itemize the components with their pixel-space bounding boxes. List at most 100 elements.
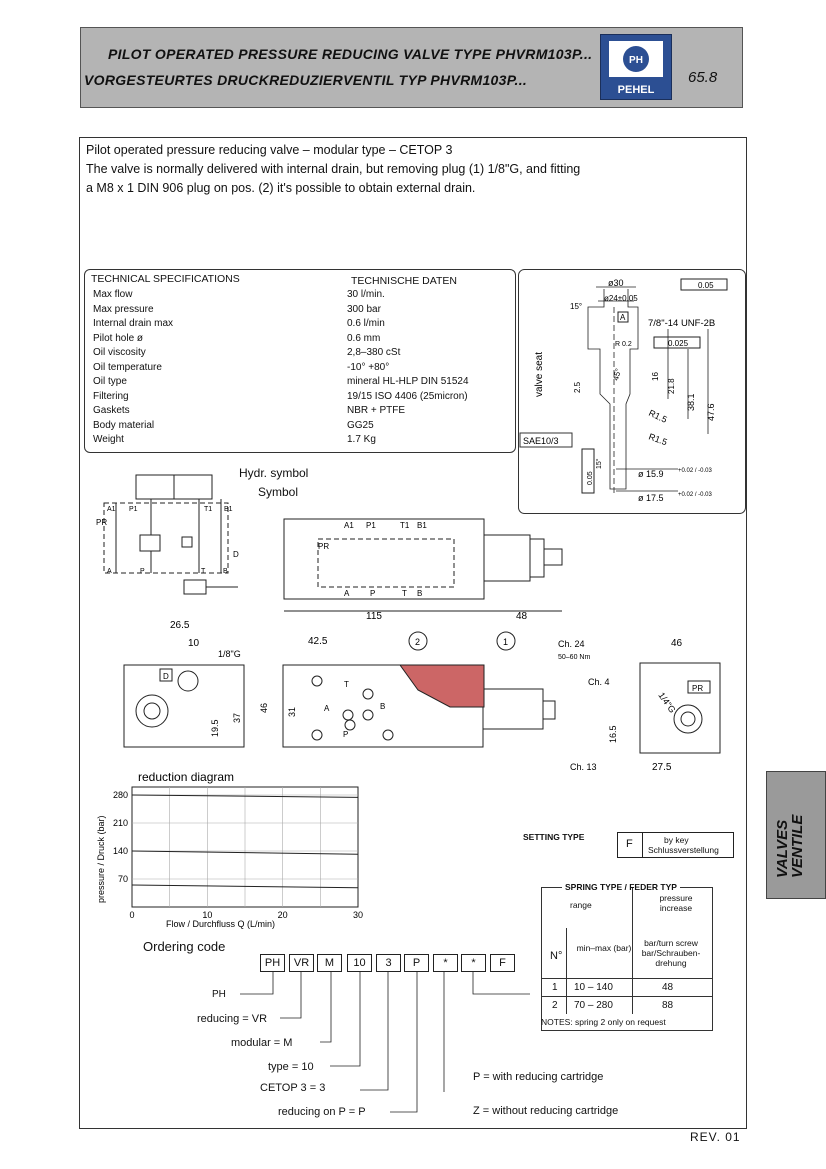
fv-port-p: P xyxy=(370,589,375,598)
spring-per-turn: bar/turn screw bar/Schrauben-drehung xyxy=(641,938,701,968)
mv-ch24: Ch. 24 xyxy=(558,639,585,649)
ordering-label-cetop: CETOP 3 = 3 xyxy=(260,1082,326,1094)
mv-d46: 46 xyxy=(259,703,269,713)
spec-value: 2,8–380 cSt xyxy=(347,347,401,358)
sym-port-a: A xyxy=(107,568,112,575)
spring-row-2-n: 2 xyxy=(552,1000,558,1011)
ordering-heading: Ordering code xyxy=(143,939,226,954)
spec-label: Pilot hole ø xyxy=(93,332,144,344)
spring-heading: SPRING TYPE / FEDER TYP xyxy=(562,882,680,892)
setting-desc-1: by key xyxy=(664,835,689,845)
ordering-code-box: PH xyxy=(260,954,285,972)
chart-x-tick: 20 xyxy=(278,910,288,920)
spec-label: Gaskets xyxy=(93,405,130,416)
spec-label: Max flow xyxy=(93,289,133,300)
spring-type-table: SPRING TYPE / FEDER TYP range pressure i… xyxy=(541,882,713,1031)
intro-line-1: Pilot operated pressure reducing valve –… xyxy=(86,143,453,157)
sym-port-p: P xyxy=(140,568,145,575)
sym-d: D xyxy=(233,550,239,559)
mv-port-b: B xyxy=(380,702,385,711)
seat-tol-1: 0.05 xyxy=(698,281,714,290)
seat-r15b: R1.5 xyxy=(647,431,668,447)
mv-ch4: Ch. 4 xyxy=(588,677,610,687)
ordering-label-type: type = 10 xyxy=(268,1061,314,1073)
spring-divider-1 xyxy=(542,978,712,979)
sym-port-b: B xyxy=(223,568,228,575)
spec-label: Internal drain max xyxy=(93,318,174,329)
content-frame xyxy=(79,137,747,1129)
spring-divider-2 xyxy=(542,996,712,997)
mv-marker-2: 2 xyxy=(415,637,420,647)
setting-type-box: F by key Schlussverstellung xyxy=(617,832,734,858)
seat-tol-3: 0.05 xyxy=(587,471,594,485)
spec-label: Weight xyxy=(93,434,124,445)
spring-notes: NOTES: spring 2 only on request xyxy=(541,1017,666,1027)
seat-25: 2.5 xyxy=(573,381,582,393)
logo-mark-icon: PH PEHEL xyxy=(609,41,663,96)
spec-value: 1.7 Kg xyxy=(347,434,376,445)
spec-value: mineral HL-HLP DIN 51524 xyxy=(347,376,469,387)
option-z: Z = without reducing cartridge xyxy=(473,1105,619,1117)
mv-marker-1: 1 xyxy=(503,637,508,647)
fv-port-b1: B1 xyxy=(417,521,427,530)
chart-title: reduction diagram xyxy=(138,770,234,784)
ordering-label-p: reducing on P = P xyxy=(278,1106,366,1118)
fv-port-p1: P1 xyxy=(366,521,376,530)
mv-torque: 50–60 Nm xyxy=(558,654,590,661)
chart-series-line xyxy=(131,850,359,855)
fv-port-a1: A1 xyxy=(344,521,354,530)
spring-vline-1 xyxy=(566,928,567,1014)
sym-port-t: T xyxy=(201,568,206,575)
seat-d30: ø30 xyxy=(608,278,624,288)
symbol-caption-en: Hydr. symbol xyxy=(239,466,309,480)
spec-label: Oil temperature xyxy=(93,361,162,373)
technical-specifications: TECHNICAL SPECIFICATIONS TECHNISCHE DATE… xyxy=(84,269,516,453)
seat-d159-tol: +0.02 / -0.03 xyxy=(678,468,713,474)
spec-value: 0.6 l/min xyxy=(347,318,385,329)
spec-value: GG25 xyxy=(347,419,374,431)
spring-row-1-n: 1 xyxy=(552,982,558,993)
sym-port-p1: P1 xyxy=(129,506,138,513)
seat-tol-2: 0.025 xyxy=(668,339,689,348)
rv-d165: 16.5 xyxy=(608,725,618,743)
seat-d175-tol: +0.02 / -0.03 xyxy=(678,492,713,498)
seat-218: 21.8 xyxy=(667,378,676,394)
spring-n-label: N° xyxy=(550,950,563,962)
section-tab-text: VALVES VENTILE xyxy=(774,815,806,878)
seat-d159: ø 15.9 xyxy=(638,469,664,479)
fv-port-t: T xyxy=(402,589,407,598)
lv-g18: 1/8"G xyxy=(218,649,241,659)
chart-y-tick: 140 xyxy=(113,846,128,856)
fv-port-t1: T1 xyxy=(400,521,410,530)
mv-port-p: P xyxy=(343,730,348,739)
chart-y-tick: 70 xyxy=(118,874,128,884)
logo-name: PEHEL xyxy=(618,84,655,96)
ordering-label-vr: reducing = VR xyxy=(197,1013,268,1025)
spec-label: Filtering xyxy=(93,390,129,402)
mv-d31: 31 xyxy=(287,707,297,717)
spring-row-1-inc: 48 xyxy=(662,982,674,993)
lv-d37: 37 xyxy=(232,713,242,723)
spec-label: Body material xyxy=(93,419,155,431)
spec-value: 30 l/min. xyxy=(347,289,385,300)
spring-row-1-range: 10 – 140 xyxy=(574,982,613,993)
chart-y-tick: 280 xyxy=(113,790,128,800)
title-de: VORGESTEURTES DRUCKREDUZIERVENTIL TYP PH… xyxy=(84,72,528,88)
ordering-leader-lines xyxy=(240,972,530,1113)
mv-port-a: A xyxy=(324,704,330,713)
fv-port-b: B xyxy=(417,589,422,598)
seat-label: valve seat xyxy=(534,352,545,397)
seat-angle-15b: 15° xyxy=(595,458,603,469)
seat-381: 38.1 xyxy=(686,393,696,411)
spring-row-2-inc: 88 xyxy=(662,1000,674,1011)
spring-row-2-range: 70 – 280 xyxy=(574,1000,613,1011)
setting-type-label: SETTING TYPE xyxy=(523,832,585,842)
option-p: P = with reducing cartridge xyxy=(473,1071,604,1083)
ordering-code-box: F xyxy=(490,954,515,972)
sym-port-b1: B1 xyxy=(224,506,233,513)
seat-16: 16 xyxy=(651,372,660,381)
sym-pr: PR xyxy=(96,518,107,527)
page-number: 65.8 xyxy=(688,69,718,86)
intro-line-2: The valve is normally delivered with int… xyxy=(86,162,581,176)
